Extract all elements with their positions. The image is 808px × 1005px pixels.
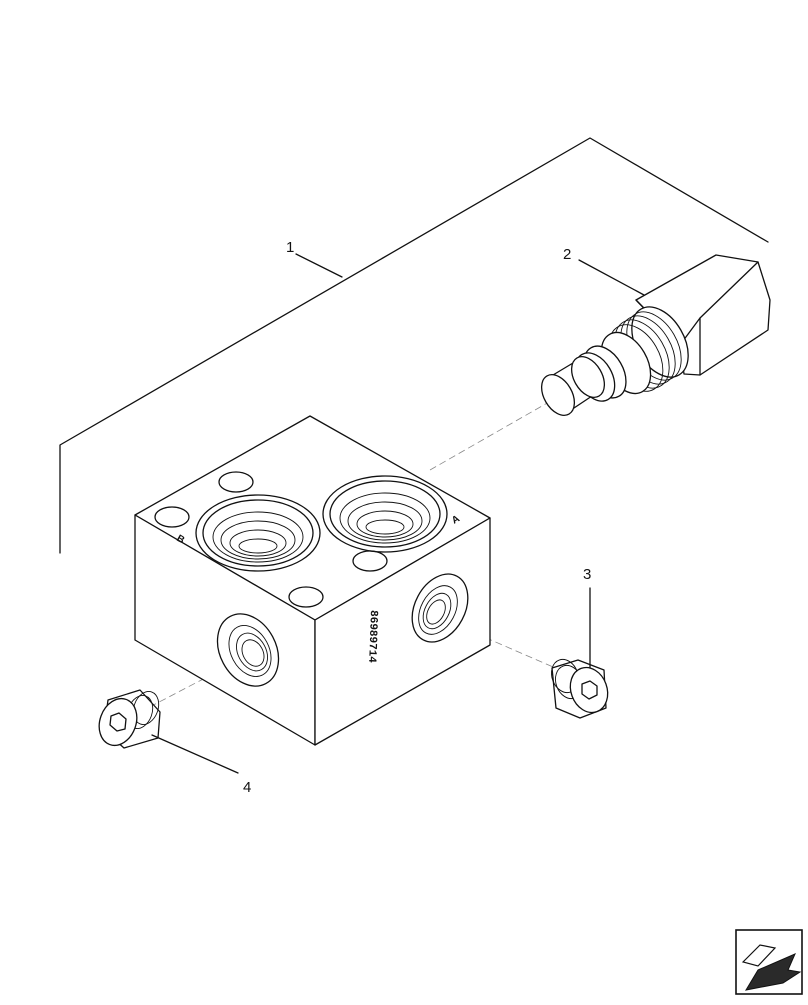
port-a-label: A: [450, 513, 462, 526]
port-b-opening: [195, 494, 321, 572]
leader-line-4: [151, 734, 239, 774]
top-hole: [218, 471, 254, 493]
hex-socket-icon: [109, 712, 127, 732]
hex-socket-plug-left: [98, 689, 161, 749]
hex-socket-plug-right: [551, 658, 609, 719]
relief-valve-cartridge: [540, 254, 771, 416]
top-hole: [288, 586, 324, 608]
assembly-bracket: [59, 137, 769, 554]
leader-line-1: [295, 253, 343, 278]
callout-2: 2: [563, 246, 571, 263]
port-a-opening: [322, 475, 448, 553]
assembly-centerlines: [139, 397, 561, 713]
callout-4: 4: [243, 779, 251, 796]
callout-3: 3: [583, 566, 591, 583]
right-side-port: [411, 573, 469, 643]
previous-page-arrow-icon[interactable]: [735, 929, 803, 995]
left-side-port: [216, 613, 280, 687]
leader-line-2: [578, 259, 645, 296]
part-number-stamp: 86989714: [365, 610, 379, 664]
hex-socket-icon: [581, 680, 598, 700]
valve-block: B A 86989714: [134, 415, 491, 746]
port-b-label: B: [175, 533, 187, 546]
callout-1: 1: [286, 239, 294, 256]
top-hole: [154, 506, 190, 528]
